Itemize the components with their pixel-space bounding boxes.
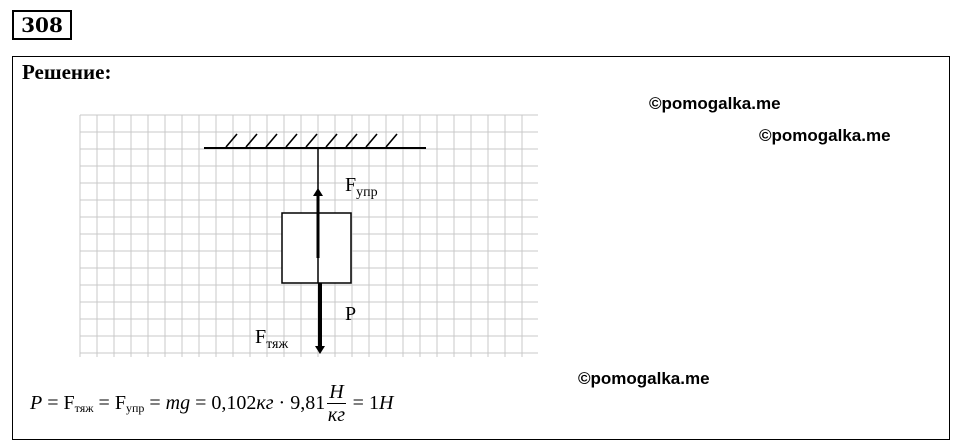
formula-f2: F — [114, 392, 126, 414]
hatch-stroke — [325, 133, 338, 148]
problem-number: 308 — [12, 10, 72, 40]
hatch-stroke — [345, 133, 358, 148]
formula-mg: mg — [165, 392, 191, 414]
hatch-stroke — [265, 133, 278, 148]
label-elastic-force: Fупр — [345, 174, 378, 200]
formula-f1-sub: тяж — [74, 401, 94, 415]
formula-result: = 1 — [347, 392, 379, 414]
formula-eq3: = — [144, 392, 166, 414]
formula-dot: · 9,81 — [273, 392, 326, 414]
formula-eq2: = — [93, 392, 115, 414]
label-weight: P — [345, 303, 356, 325]
ceiling-hatching — [225, 133, 398, 148]
formula-fraction: H кг — [327, 381, 346, 426]
label-gravity-force: Fтяж — [255, 326, 288, 352]
formula-f1: F — [63, 392, 75, 414]
formula-p: P — [30, 392, 43, 414]
solution-frame — [12, 56, 950, 440]
hatch-stroke — [285, 133, 298, 148]
formula-eq4: = 0,102 — [190, 392, 257, 414]
hatch-stroke — [365, 133, 378, 148]
hatch-stroke — [225, 133, 238, 148]
hatch-stroke — [305, 133, 318, 148]
solution-heading: Решение: — [22, 60, 112, 84]
formula-eq1: = — [42, 392, 64, 414]
fraction-numerator: H — [327, 381, 346, 404]
formula-kg: кг — [256, 392, 274, 414]
formula-f2-sub: упр — [125, 401, 145, 415]
hatch-stroke — [245, 133, 258, 148]
fraction-denominator: кг — [327, 404, 346, 426]
grid-paper — [79, 114, 538, 357]
formula-unit: H — [378, 392, 394, 414]
watermark-2: ©pomogalka.me — [759, 126, 891, 145]
watermark-1: ©pomogalka.me — [649, 94, 781, 113]
watermark-3: ©pomogalka.me — [578, 369, 710, 388]
hatch-stroke — [385, 133, 398, 148]
